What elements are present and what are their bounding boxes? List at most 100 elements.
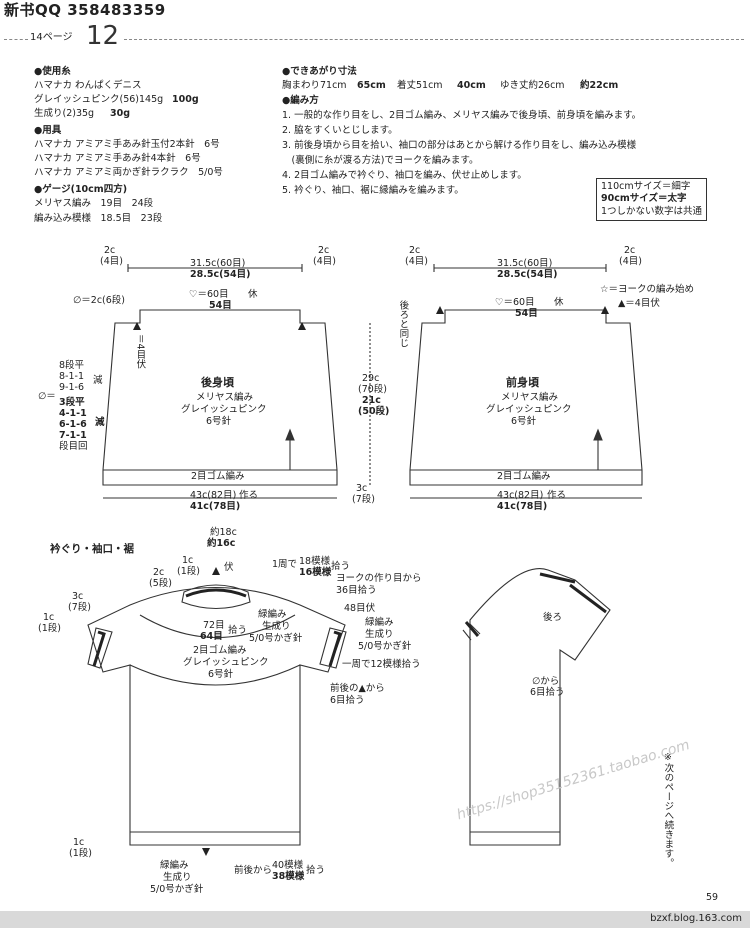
method-step-1: 1. 一般的な作り目をし、2目ゴム編み、メリヤス編みで後身頃、前身頃を編みます。 — [282, 110, 642, 121]
finished-chest-bold: 65cm — [357, 80, 386, 91]
yarn-line-2-bold: 100g — [172, 94, 199, 105]
back-name: 後身頃 — [201, 376, 234, 389]
front-bottom-b: 41c(78目) — [497, 501, 548, 512]
tool-1: ハマナカ アミアミ手あみ針玉付2本針 6号 — [34, 139, 220, 150]
yoke-p72: 72目 — [203, 620, 225, 631]
yoke-edge2-a: 緑編み — [365, 617, 394, 628]
yoke-pick: 拾う — [228, 625, 248, 636]
yoke-hem-edge-b: 生成り — [163, 872, 192, 883]
yoke-hem-b: (1段) — [69, 848, 92, 859]
back-height-b: (70段) — [358, 384, 388, 395]
back-dec-b2: 4-1-1 — [59, 408, 87, 419]
yoke-tri-a: 前後の▲から — [330, 683, 385, 694]
method-step-2: 2. 脇をすくいとじします。 — [282, 125, 398, 136]
finished-heading: ●できあがり寸法 — [282, 66, 357, 77]
yoke-tri-b: 6目拾う — [330, 695, 365, 706]
finished-sleeve: ゆき丈約26cm — [500, 80, 565, 91]
back-dec-b1: 3段平 — [59, 397, 85, 408]
front-top-right-b: (4目) — [619, 256, 642, 267]
front-neck-b: 54目 — [515, 308, 538, 319]
yoke-round-c: 16模様 — [299, 567, 332, 578]
footer-blog: bzxf.blog.163.com — [650, 913, 742, 924]
front-needle: 6号針 — [511, 416, 537, 427]
front-width-b: 28.5c(54目) — [497, 269, 558, 280]
side-pick-a: ∅から — [532, 676, 560, 687]
method-step-5: 5. 衿ぐり、袖口、裾に縁編みを編みます。 — [282, 185, 464, 196]
side-back-label: 後ろ — [543, 612, 563, 623]
yoke-hem-pick-d: 拾う — [306, 865, 326, 876]
yoke-s1b: (1段) — [38, 623, 61, 634]
header-divider-right — [124, 39, 744, 40]
yoke-round-b: 18模様 — [299, 556, 331, 567]
back-top-left-a: 2c — [104, 245, 116, 256]
back-rib-height-b: (7段) — [352, 494, 375, 505]
yoke-top-a: 約18c — [210, 527, 237, 538]
yoke-bind48: 48目伏 — [344, 603, 376, 614]
back-dec-label-a: 減 — [93, 375, 103, 386]
footer-bar: bzxf.blog.163.com — [0, 911, 750, 928]
back-neck-rest: 休 — [248, 289, 258, 300]
back-color: グレイッシュピンク — [181, 404, 267, 415]
tool-2: ハマナカ アミアミ手あみ針4本針 6号 — [34, 153, 201, 164]
front-rib: 2目ゴム編み — [497, 471, 551, 482]
back-height-d: (50段) — [358, 406, 390, 417]
yoke-cast-a: ヨークの作り目から — [336, 573, 422, 584]
yoke-edge-c: 5/0号かぎ針 — [249, 633, 303, 644]
yoke-round-a: 1周で — [272, 559, 298, 570]
back-bottom-b: 41c(78目) — [190, 501, 241, 512]
gauge-1: メリヤス編み 19目 24段 — [34, 198, 154, 209]
back-dec-a3: 9-1-6 — [59, 382, 84, 393]
front-stitch: メリヤス編み — [501, 392, 559, 403]
method-step-3b: (裏側に糸が渡る方法)でヨークを編みます。 — [282, 155, 479, 166]
yoke-color: グレイッシュピンク — [183, 657, 269, 668]
yarn-line-3-bold: 30g — [110, 108, 131, 119]
front-triangle-note: ▲＝4目伏 — [618, 298, 660, 309]
back-top-right-b: (4目) — [313, 256, 336, 267]
yoke-s1: 1c — [43, 612, 55, 623]
finished-sleeve-bold: 約22cm — [580, 80, 619, 91]
back-neck-a: ♡＝60目 — [189, 289, 229, 300]
yoke-hem-pick-a: 前後から — [234, 865, 273, 876]
back-neck-b: 54目 — [209, 300, 232, 311]
yoke-edge2-b: 生成り — [365, 629, 394, 640]
yoke-bind: 伏 — [224, 562, 234, 573]
yoke-hem-pick-c: 38模様 — [272, 871, 305, 882]
yoke-top-b: 約16c — [207, 538, 236, 549]
back-rib: 2目ゴム編み — [191, 471, 245, 482]
back-dec-b5: 段目回 — [59, 441, 88, 452]
yarn-line-3: 生成り(2)35g — [34, 108, 95, 119]
yarn-heading: ●使用糸 — [34, 66, 71, 77]
yoke-p64: 64目 — [200, 631, 223, 642]
yarn-line-1: ハマナカ わんぱくデニス — [34, 80, 142, 91]
back-top-left-b: (4目) — [100, 256, 123, 267]
legend-line-1: 110cmサイズ＝細字 — [601, 181, 691, 192]
back-dec-a2: 8-1-1 — [59, 371, 84, 382]
finished-length-bold: 40cm — [457, 80, 486, 91]
yoke-c1b: (1段) — [177, 566, 200, 577]
page-footer-number: 59 — [706, 892, 719, 903]
method-heading: ●編み方 — [282, 95, 319, 106]
back-width-a: 31.5c(60目) — [190, 258, 246, 269]
gauge-2: 編み込み模様 18.5目 23段 — [34, 213, 163, 224]
front-neck-a: ♡＝60目 — [495, 297, 535, 308]
front-top-left-b: (4目) — [405, 256, 428, 267]
back-side-bind-off: ＝4目伏 — [134, 334, 146, 369]
back-dec-b3: 6-1-6 — [59, 419, 87, 430]
back-bottom-make: 作る — [239, 490, 259, 501]
method-step-4: 4. 2目ゴム編みで衿ぐり、袖口を編み、伏せ止めします。 — [282, 170, 527, 181]
back-width-b: 28.5c(54目) — [190, 269, 251, 280]
side-pick-b: 6目拾う — [530, 687, 565, 698]
back-needle: 6号針 — [206, 416, 232, 427]
legend-line-3: 1つしかない数字は共通 — [601, 205, 703, 217]
yoke-c2: 2c — [153, 567, 165, 578]
page-number: 12 — [86, 21, 120, 51]
finished-chest: 胸まわり71cm — [282, 80, 347, 91]
back-top-right-a: 2c — [318, 245, 330, 256]
front-width-a: 31.5c(60目) — [497, 258, 553, 269]
back-rib-height-a: 3c — [356, 483, 368, 494]
yoke-heading: 衿ぐり・袖口・裾 — [50, 543, 134, 555]
back-height-a: 29c — [362, 373, 380, 384]
header-title: 新书QQ 358483359 — [4, 1, 166, 19]
yoke-edge-a: 緑編み — [258, 609, 287, 620]
